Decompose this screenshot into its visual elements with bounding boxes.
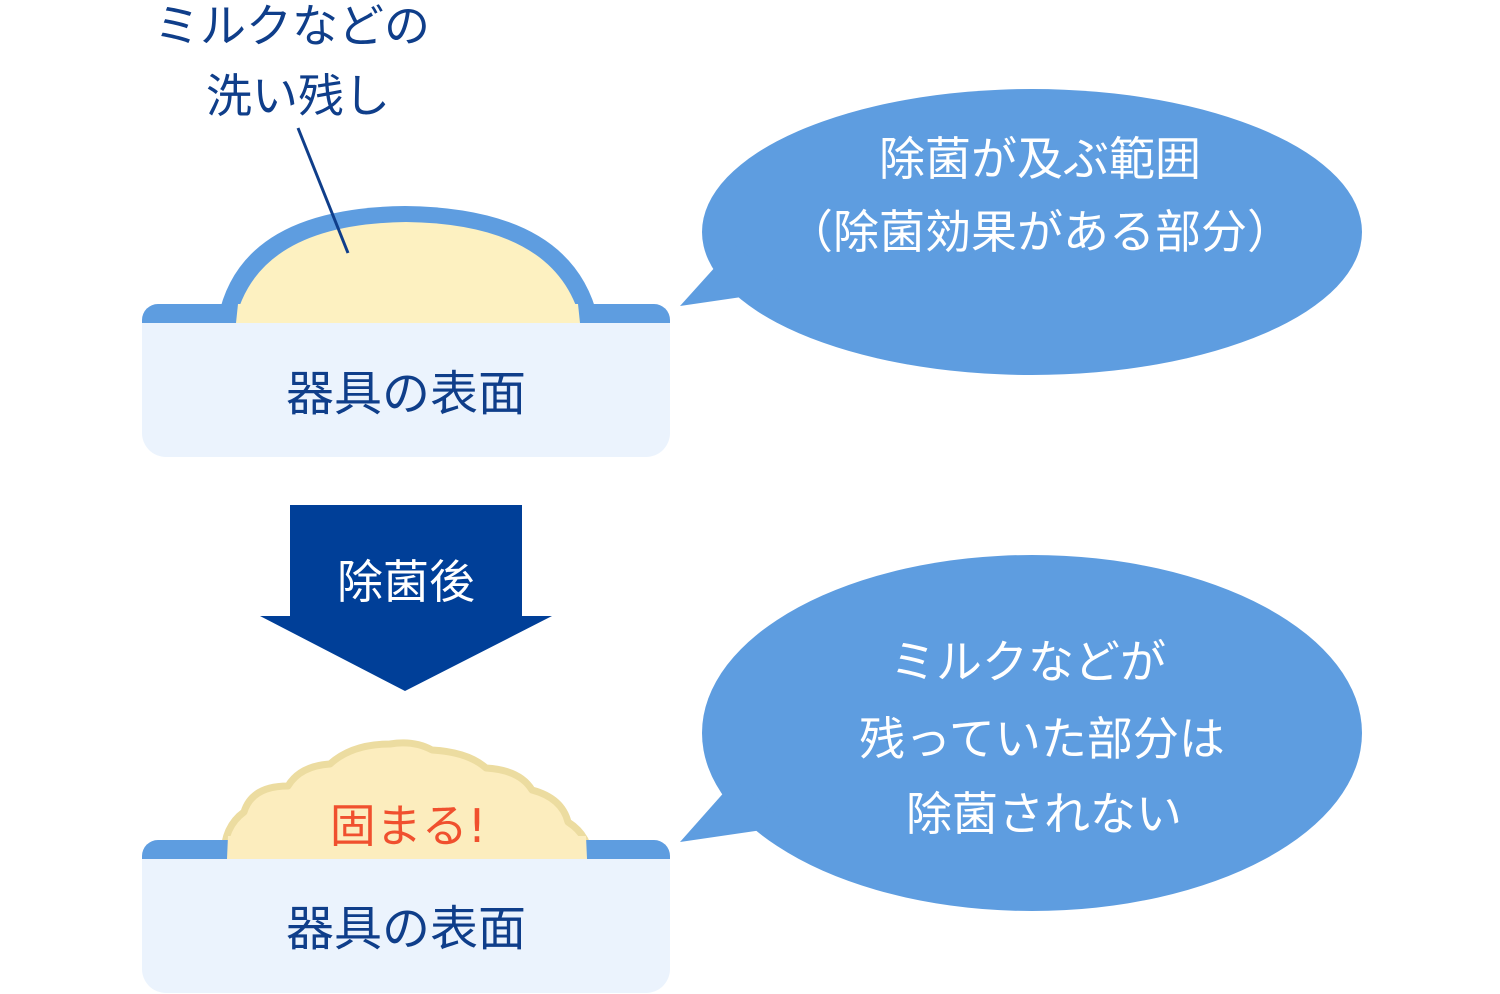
result-bubble-body <box>702 555 1362 911</box>
after-panel: ミルクなどが 残っていた部分は 除菌されない 器具の表面 固まる! <box>142 555 1362 993</box>
equipment-surface-after: 器具の表面 <box>142 836 670 993</box>
coverage-bubble-tail <box>680 245 790 306</box>
coverage-bubble-text-line2: （除菌効果がある部分） <box>787 205 1293 259</box>
coverage-bubble: 除菌が及ぶ範囲 （除菌効果がある部分） <box>680 89 1362 375</box>
hardened-label: 固まる! <box>330 799 486 853</box>
residue-base-cover <box>236 304 580 323</box>
surface-body <box>142 323 670 457</box>
process-arrow: 除菌後 <box>260 505 552 691</box>
surface-body-top <box>142 859 670 889</box>
surface-body-top <box>142 323 670 353</box>
result-bubble-text-line1: ミルクなどが <box>890 635 1166 689</box>
hardened-residue <box>220 739 594 866</box>
milk-residue <box>234 222 582 326</box>
result-bubble: ミルクなどが 残っていた部分は 除菌されない <box>680 555 1362 911</box>
result-bubble-tail <box>680 780 790 842</box>
coverage-bubble-text-line1: 除菌が及ぶ範囲 <box>879 132 1201 186</box>
residue-leader-line <box>296 127 350 254</box>
surface-label: 器具の表面 <box>286 901 526 957</box>
before-panel: 除菌が及ぶ範囲 （除菌効果がある部分） ミルクなどの 洗い残し 器具の表面 <box>142 0 1362 457</box>
residue-label-line1: ミルクなどの <box>154 0 430 53</box>
surface-body <box>142 859 670 993</box>
down-arrow-icon <box>260 505 552 691</box>
equipment-surface-before: 器具の表面 <box>142 304 670 457</box>
result-bubble-text-line2: 残っていた部分は <box>859 712 1225 766</box>
residue-label-line2: 洗い残し <box>206 69 390 123</box>
coverage-bubble-body <box>702 89 1362 375</box>
process-arrow-label: 除菌後 <box>337 555 475 609</box>
surface-label: 器具の表面 <box>286 366 526 422</box>
result-bubble-text-line3: 除菌されない <box>906 787 1182 841</box>
residue-base-cover <box>227 836 587 859</box>
